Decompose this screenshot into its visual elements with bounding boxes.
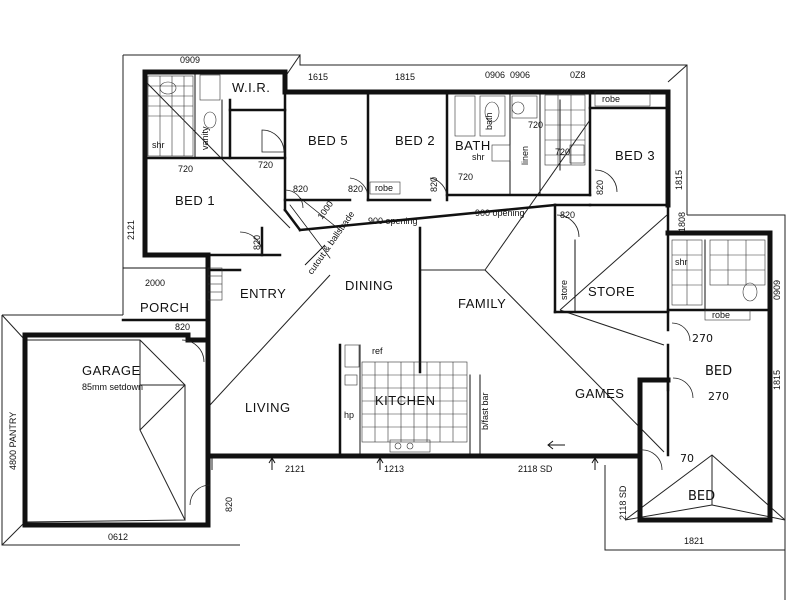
dim-label: 820 — [224, 497, 234, 512]
bath-tiles — [454, 94, 586, 166]
fixture-label-bkfast-bar: b/fast bar — [480, 392, 490, 430]
dim-label: 720 — [178, 164, 193, 174]
fixture-label-shr: shr — [472, 152, 485, 162]
fixture-label-vanity: vanity — [200, 126, 210, 150]
dim-label: 0906 — [485, 70, 505, 80]
dim-label: 0909 — [180, 55, 200, 65]
fixture-label-shr: shr — [152, 140, 165, 150]
fixture-label-store: store — [559, 280, 569, 300]
dim-label: 1815 — [772, 370, 782, 390]
fixture-label-shr: shr — [675, 257, 688, 267]
fixture-label-opening: 900 opening — [475, 208, 525, 218]
dim-label: 1808 — [677, 212, 687, 232]
dim-label: 4800 PANTRY — [8, 412, 18, 470]
dim-label: 0906 — [510, 70, 530, 80]
dim-label: 2118 SD — [518, 464, 553, 474]
dim-label: 720 — [555, 147, 570, 157]
fixture-label-linen: linen — [520, 146, 530, 165]
room-label-bed-handwritten-2: BED — [688, 489, 715, 504]
room-label-store: STORE — [588, 284, 635, 299]
room-label-kitchen: KITCHEN — [375, 393, 436, 408]
fixture-label-opening: 900 opening — [368, 216, 418, 226]
fixtures — [147, 74, 766, 453]
dim-label: 2121 — [126, 220, 136, 240]
dim-label: 1213 — [384, 464, 404, 474]
dim-label: 820 — [293, 184, 308, 194]
dim-label: 2121 — [285, 464, 305, 474]
room-label-bath: BATH — [455, 138, 491, 153]
dim-label: 820 — [560, 210, 575, 220]
room-label-porch: PORCH — [140, 300, 189, 315]
door-swings — [181, 129, 694, 506]
room-label-family: FAMILY — [458, 296, 506, 311]
fixture-label-robe: robe — [712, 310, 730, 320]
dim-label: 820 — [429, 177, 439, 192]
room-label-bed-handwritten: BED — [705, 364, 732, 379]
room-label-bed3: BED 3 — [615, 148, 655, 163]
dim-label: 1615 — [308, 72, 328, 82]
room-label-bed2: BED 2 — [395, 133, 435, 148]
room-labels: W.I.R. BED 5 BED 2 BATH BED 3 BED 1 ENTR… — [82, 80, 732, 504]
fixture-label-ref: ref — [372, 346, 383, 356]
dim-label: 720 — [528, 120, 543, 130]
bath2-tiles — [671, 239, 766, 306]
dim-label: 1815 — [674, 170, 684, 190]
dim-label: 1000 — [315, 199, 335, 221]
fixture-label-cutout: cutout & ballstrade — [305, 209, 356, 276]
dim-label: 0Z8 — [570, 70, 586, 80]
dim-label: 820 — [348, 184, 363, 194]
dim-label: 0909 — [772, 280, 782, 300]
fixture-label-robe: robe — [375, 183, 393, 193]
ensuite-tiles — [147, 74, 221, 157]
dim-label: 720 — [258, 160, 273, 170]
kitchen-tiles — [344, 344, 468, 453]
dim-label: 2000 — [145, 278, 165, 288]
entry-steps — [207, 267, 223, 301]
dim-label: 820 — [175, 322, 190, 332]
fixture-label-bath: bath — [484, 112, 494, 130]
fixture-label-hp: hp — [344, 410, 354, 420]
room-label-dining: DINING — [345, 278, 394, 293]
room-label-games: GAMES — [575, 386, 624, 401]
room-label-living: LIVING — [245, 400, 291, 415]
handwritten-dim: 270 — [692, 332, 713, 345]
garage-note: 85mm setdown — [82, 382, 143, 392]
dim-label: 1815 — [395, 72, 415, 82]
dim-label: 1821 — [684, 536, 704, 546]
handwritten-dim: 70 — [680, 452, 694, 465]
dimension-arrows — [268, 244, 599, 470]
dim-label: 0612 — [108, 532, 128, 542]
handwritten-dim: 270 — [708, 390, 729, 403]
fixture-label-robe: robe — [602, 94, 620, 104]
dim-label: 720 — [458, 172, 473, 182]
room-label-bed1: BED 1 — [175, 193, 215, 208]
room-label-bed5: BED 5 — [308, 133, 348, 148]
dim-label: 2118 SD — [618, 485, 628, 520]
room-label-wir: W.I.R. — [232, 80, 270, 95]
room-label-garage: GARAGE — [82, 363, 141, 378]
room-label-entry: ENTRY — [240, 286, 286, 301]
dim-label: 820 — [252, 235, 262, 250]
dim-label: 820 — [595, 180, 605, 195]
